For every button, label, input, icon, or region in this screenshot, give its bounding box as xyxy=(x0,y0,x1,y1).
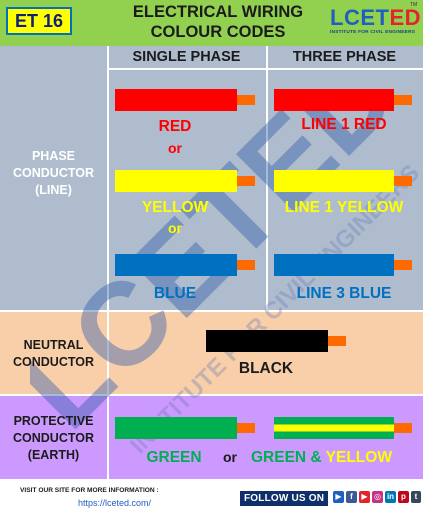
row-label-phase: PHASE CONDUCTOR (LINE) xyxy=(0,148,107,199)
logo-text-lc: LCET xyxy=(330,5,390,30)
wire-line1-yellow xyxy=(274,170,412,192)
label-or: or xyxy=(168,140,182,156)
page-title: ELECTRICAL WIRING COLOUR CODES xyxy=(108,2,328,42)
row-label-line: NEUTRAL xyxy=(23,338,84,352)
row-label-neutral: NEUTRAL CONDUCTOR xyxy=(0,337,107,371)
code-badge: ET 16 xyxy=(6,7,72,35)
title-line-1: ELECTRICAL WIRING xyxy=(132,3,304,21)
label-red: RED xyxy=(158,118,192,135)
row-label-line: (EARTH) xyxy=(27,448,80,462)
grid-divider xyxy=(107,46,109,480)
row-label-protective: PROTECTIVE CONDUCTOR (EARTH) xyxy=(0,413,107,464)
label-green-and: GREEN & xyxy=(251,449,322,466)
facebook-icon[interactable]: f xyxy=(346,491,357,503)
grid-divider xyxy=(0,479,423,481)
play-icon[interactable]: ▶ xyxy=(333,491,344,503)
youtube-icon[interactable]: ▶ xyxy=(359,491,370,503)
brand-logo: LCETED INSTITUTE FOR CIVIL ENGINEERS xyxy=(330,5,422,40)
title-line-2: COLOUR CODES xyxy=(150,23,286,41)
label-or: or xyxy=(223,449,237,465)
label-green-and-yellow: GREEN & YELLOW xyxy=(251,449,423,467)
row-label-line: CONDUCTOR xyxy=(12,166,95,180)
grid-divider xyxy=(0,310,423,312)
logo-text-ed: ED xyxy=(389,5,422,30)
neutral-section xyxy=(0,311,423,395)
wire-green xyxy=(115,417,255,439)
row-label-line: CONDUCTOR xyxy=(12,355,95,369)
row-label-line: (LINE) xyxy=(35,183,72,197)
label-line1-yellow: LINE 1 YELLOW xyxy=(284,199,404,216)
logo-trademark: TM xyxy=(410,2,418,8)
visit-site-text: VISIT OUR SITE FOR MORE INFORMATION : xyxy=(20,487,159,494)
label-line3-blue: LINE 3 BLUE xyxy=(296,285,392,302)
column-header-three-phase: THREE PHASE xyxy=(292,49,397,65)
follow-us-label: FOLLOW US ON xyxy=(240,491,329,506)
wire-line1-red xyxy=(274,89,412,111)
tumblr-icon[interactable]: t xyxy=(411,491,421,503)
instagram-icon[interactable]: ◎ xyxy=(372,491,383,503)
linkedin-icon[interactable]: in xyxy=(385,491,396,503)
label-black: BLACK xyxy=(238,360,294,377)
wire-black xyxy=(206,330,346,352)
label-yellow: YELLOW xyxy=(325,449,392,466)
label-line1-red: LINE 1 RED xyxy=(301,116,387,133)
wire-blue xyxy=(115,254,255,276)
label-yellow: YELLOW xyxy=(141,199,209,216)
wire-green-yellow xyxy=(274,417,412,439)
row-label-line: CONDUCTOR xyxy=(12,431,95,445)
label-green: GREEN xyxy=(146,449,202,466)
grid-divider xyxy=(266,46,268,311)
logo-subtitle: INSTITUTE FOR CIVIL ENGINEERS xyxy=(330,30,416,35)
label-or: or xyxy=(168,220,182,236)
row-label-line: PHASE xyxy=(31,149,76,163)
grid-divider xyxy=(107,68,423,70)
pinterest-icon[interactable]: p xyxy=(398,491,409,503)
label-blue: BLUE xyxy=(153,285,197,302)
row-label-line: PROTECTIVE xyxy=(13,414,94,428)
wire-red xyxy=(115,89,255,111)
grid-divider xyxy=(0,394,423,396)
wire-yellow xyxy=(115,170,255,192)
wire-line3-blue xyxy=(274,254,412,276)
website-link[interactable]: https://lceted.com/ xyxy=(78,498,152,508)
column-header-single-phase: SINGLE PHASE xyxy=(132,49,241,65)
